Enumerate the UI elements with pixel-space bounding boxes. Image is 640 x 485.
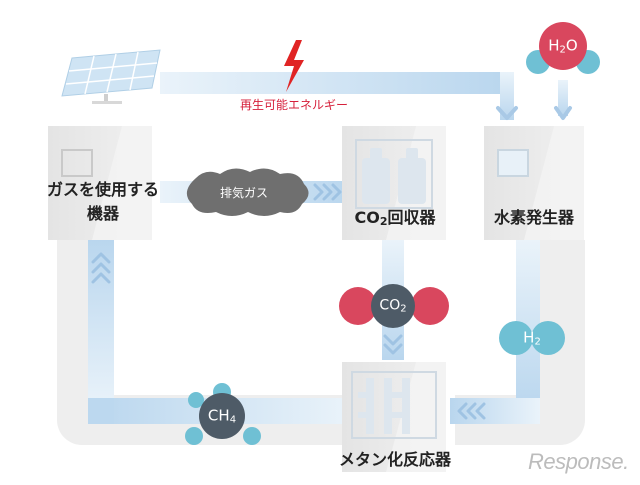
co2-formula-base: CO <box>379 297 401 314</box>
brand-logo: Response. <box>528 449 629 474</box>
return-chevrons-up <box>91 252 111 284</box>
co2-capture-label-prefix: CO <box>354 208 380 227</box>
return-pipe-corner <box>88 398 114 424</box>
water-formula-base: H <box>548 36 560 55</box>
h2-pipe-left <box>450 398 540 424</box>
h2-chevrons-left <box>457 402 486 420</box>
exhaust-gas-label: 排気ガス <box>220 186 269 200</box>
ch4-molecule-icon <box>185 383 261 445</box>
co2-capture-label: CO2回収器 <box>330 206 460 234</box>
water-molecule-label: H2O <box>548 37 577 56</box>
ch4-formula-sub: 4 <box>229 414 237 426</box>
gas-device-window-icon <box>61 149 93 177</box>
return-pipe-left <box>88 238 114 410</box>
co2-molecule-label: CO2 <box>379 298 406 315</box>
h2-formula-base: H <box>523 328 535 347</box>
methanation-reactor-box <box>342 362 446 472</box>
ch4-formula-base: CH <box>207 406 230 425</box>
ch4-molecule-label: CH4 <box>208 407 236 426</box>
renewable-energy-label: 再生可能エネルギー <box>240 98 349 112</box>
hydrogen-generator-window-icon <box>497 149 529 177</box>
hydrogen-generator-box <box>484 126 584 240</box>
water-formula-sub: 2 <box>559 44 566 56</box>
renewable-pipe-down <box>500 72 514 120</box>
water-arrow-head <box>554 106 572 120</box>
water-formula-tail: O <box>565 36 578 55</box>
exhaust-chevrons <box>313 183 342 201</box>
co2-chevrons-down <box>383 334 403 355</box>
exhaust-gas-cloud-icon <box>186 168 309 216</box>
water-molecule-icon <box>526 22 600 74</box>
return-loop-shadow <box>57 240 585 445</box>
h2-molecule-icon <box>499 321 565 355</box>
co2-formula-sub: 2 <box>400 303 407 315</box>
hydrogen-generator-label: 水素発生器 <box>493 208 574 227</box>
methanation-reactor-label: メタン化反応器 <box>338 450 451 469</box>
co2-capture-label-sub: 2 <box>379 215 388 228</box>
renewable-pipe <box>160 72 510 94</box>
renewable-arrow-head <box>496 106 518 120</box>
h2-formula-sub: 2 <box>534 336 541 348</box>
gas-device-label: ガスを使用する 機器 <box>46 180 159 223</box>
lightning-bolt-icon <box>284 40 304 92</box>
water-pipe-down <box>558 80 568 116</box>
co2-capture-label-suffix: 回収器 <box>387 208 436 227</box>
co2-molecule-icon <box>339 284 449 328</box>
solar-panel-icon <box>61 49 161 104</box>
h2-molecule-label: H2 <box>523 329 541 348</box>
gas-device-box <box>48 126 152 240</box>
co2-capture-box <box>342 126 446 240</box>
